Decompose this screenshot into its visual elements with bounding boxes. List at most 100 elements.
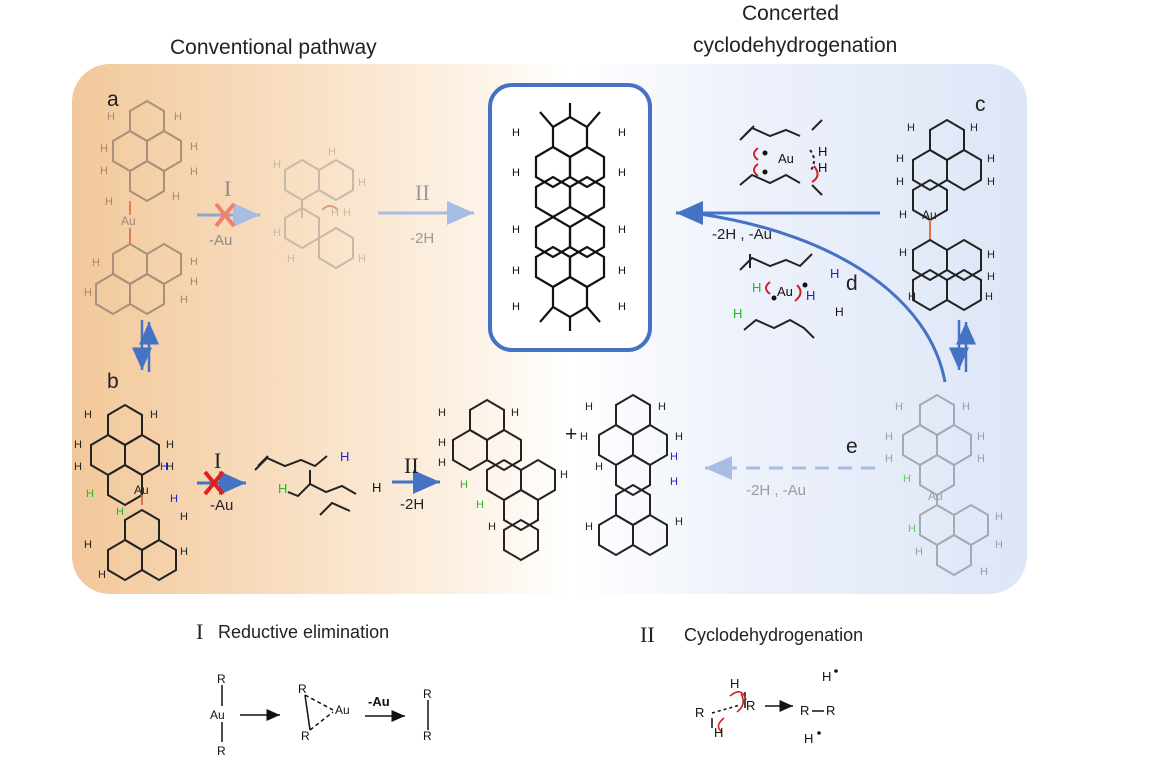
svg-text:H: H: [74, 439, 82, 451]
svg-text:H: H: [100, 165, 108, 177]
svg-text:H: H: [166, 439, 174, 451]
product-box: [488, 83, 652, 352]
svg-text:H: H: [830, 266, 839, 281]
step-i-label-b: I: [214, 448, 222, 473]
svg-text:H: H: [899, 247, 907, 259]
svg-text:Au: Au: [928, 489, 943, 503]
svg-text:H: H: [190, 256, 198, 268]
svg-text:H: H: [818, 144, 827, 159]
svg-text:H: H: [488, 521, 496, 533]
svg-text:H: H: [278, 481, 287, 496]
svg-text:H: H: [995, 539, 1003, 551]
legend-reductive-elimination: [221, 685, 429, 742]
svg-text:R: R: [217, 672, 226, 686]
minus-2h-label-b: -2H: [400, 496, 425, 513]
product-b1: [452, 398, 556, 562]
svg-text:H: H: [908, 523, 916, 535]
svg-text:H: H: [618, 127, 626, 139]
svg-text:H: H: [273, 159, 281, 171]
svg-text:Au: Au: [210, 708, 225, 722]
svg-text:H: H: [733, 306, 742, 321]
molecule-a: [95, 99, 182, 316]
svg-text:H: H: [896, 153, 904, 165]
svg-text:H: H: [618, 167, 626, 179]
svg-text:H: H: [512, 224, 520, 236]
svg-text:Au: Au: [922, 208, 937, 222]
svg-text:H: H: [180, 511, 188, 523]
svg-text:H: H: [995, 511, 1003, 523]
svg-text:H: H: [987, 153, 995, 165]
step-ii-label-a: II: [415, 180, 430, 205]
svg-text:R: R: [301, 729, 310, 743]
svg-text:H: H: [580, 431, 588, 443]
svg-text:H: H: [190, 166, 198, 178]
legend-roman-i: I: [196, 619, 204, 644]
svg-text:R: R: [423, 687, 432, 701]
svg-text:H: H: [190, 276, 198, 288]
molecule-e: [902, 393, 989, 577]
svg-text:H: H: [987, 249, 995, 261]
svg-text:H: H: [806, 288, 815, 303]
svg-text:R: R: [746, 698, 755, 713]
svg-text:H: H: [190, 141, 198, 153]
svg-text:H: H: [438, 437, 446, 449]
svg-text:H: H: [116, 506, 124, 518]
svg-text:H: H: [358, 177, 366, 189]
svg-text:H: H: [987, 176, 995, 188]
svg-text:R: R: [298, 682, 307, 696]
svg-text:R: R: [423, 729, 432, 743]
svg-text:H: H: [987, 271, 995, 283]
svg-text:H: H: [885, 453, 893, 465]
conventional-title: Conventional pathway: [170, 36, 377, 59]
svg-text:Au: Au: [778, 151, 794, 166]
svg-text:H: H: [675, 516, 683, 528]
svg-text:H: H: [977, 453, 985, 465]
svg-text:H: H: [730, 676, 739, 691]
svg-text:R: R: [826, 703, 835, 718]
svg-text:H: H: [331, 207, 339, 219]
svg-text:H: H: [358, 253, 366, 265]
svg-text:H: H: [92, 257, 100, 269]
legend-minus-au: -Au: [368, 694, 390, 709]
panel-label-a: a: [107, 88, 119, 111]
panel-label-c: c: [975, 93, 986, 116]
svg-text:H: H: [907, 122, 915, 134]
legend-text-reductive-elimination: Reductive elimination: [218, 622, 390, 642]
minus-2h-label-a: -2H: [410, 230, 435, 247]
svg-text:H: H: [460, 479, 468, 491]
svg-text:H: H: [962, 401, 970, 413]
product-b2: [598, 393, 668, 557]
svg-text:H: H: [512, 265, 520, 277]
svg-text:H: H: [714, 725, 723, 740]
svg-text:H: H: [170, 493, 178, 505]
svg-text:H: H: [903, 473, 911, 485]
svg-text:R: R: [217, 744, 226, 758]
svg-text:H: H: [896, 176, 904, 188]
legend-roman-ii: II: [640, 622, 655, 647]
concerted-arrow-label: -2H , -Au: [712, 226, 773, 243]
svg-text:H: H: [287, 253, 295, 265]
concerted-title-line1: Concerted: [742, 2, 839, 25]
step-ii-label-b: II: [404, 453, 419, 478]
svg-text:H: H: [908, 291, 916, 303]
svg-text:H: H: [84, 287, 92, 299]
svg-text:H: H: [511, 407, 519, 419]
svg-text:H: H: [885, 431, 893, 443]
svg-text:H: H: [273, 227, 281, 239]
svg-text:H: H: [822, 669, 831, 684]
intermediate-a: [284, 158, 354, 270]
svg-text:H: H: [585, 401, 593, 413]
svg-text:H: H: [675, 431, 683, 443]
svg-text:Au: Au: [134, 483, 149, 497]
svg-text:H: H: [438, 407, 446, 419]
svg-text:H: H: [166, 461, 174, 473]
svg-text:H: H: [438, 457, 446, 469]
svg-text:H: H: [105, 196, 113, 208]
svg-text:H: H: [343, 207, 351, 219]
svg-text:H: H: [512, 127, 520, 139]
svg-text:H: H: [107, 111, 115, 123]
panel-label-e: e: [846, 435, 858, 458]
minus-au-label-a: -Au: [209, 232, 233, 249]
svg-text:H: H: [180, 294, 188, 306]
svg-text:H: H: [180, 546, 188, 558]
